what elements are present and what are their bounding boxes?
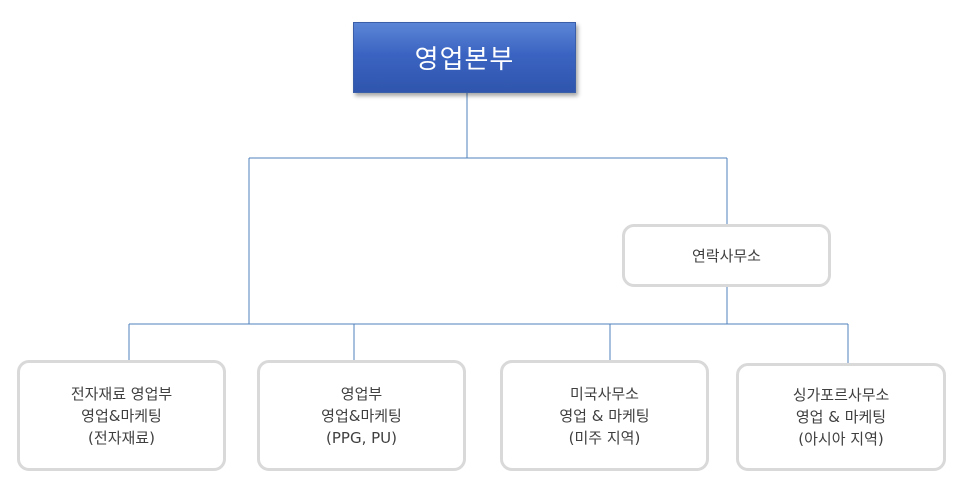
node-line: 영업&마케팅 bbox=[81, 406, 162, 425]
node-singapore-office: 싱가포르사무소 영업 & 마케팅 (아시아 지역) bbox=[736, 363, 946, 471]
node-line: 영업 & 마케팅 bbox=[795, 408, 887, 426]
node-line: 영업 & 마케팅 bbox=[559, 406, 650, 425]
liaison-label: 연락사무소 bbox=[691, 246, 761, 265]
node-liaison-office: 연락사무소 bbox=[622, 224, 831, 287]
node-line: (전자재료) bbox=[88, 428, 155, 447]
node-us-office: 미국사무소 영업 & 마케팅 (미주 지역) bbox=[500, 360, 709, 471]
node-line: 싱가포르사무소 bbox=[792, 386, 890, 404]
node-line: 미국사무소 bbox=[569, 384, 639, 403]
node-electronic-materials-sales: 전자재료 영업부 영업&마케팅 (전자재료) bbox=[17, 360, 226, 471]
root-node-label: 영업본부 bbox=[414, 45, 515, 75]
node-line: (미주 지역) bbox=[568, 428, 641, 447]
node-line: (아시아 지역) bbox=[798, 430, 884, 448]
root-node-sales-headquarters: 영업본부 bbox=[353, 22, 576, 93]
node-sales-department: 영업부 영업&마케팅 (PPG, PU) bbox=[257, 360, 466, 471]
node-line: 전자재료 영업부 bbox=[70, 384, 173, 403]
node-line: (PPG, PU) bbox=[326, 428, 397, 447]
node-line: 영업부 bbox=[340, 384, 383, 403]
node-line: 영업&마케팅 bbox=[321, 406, 402, 425]
